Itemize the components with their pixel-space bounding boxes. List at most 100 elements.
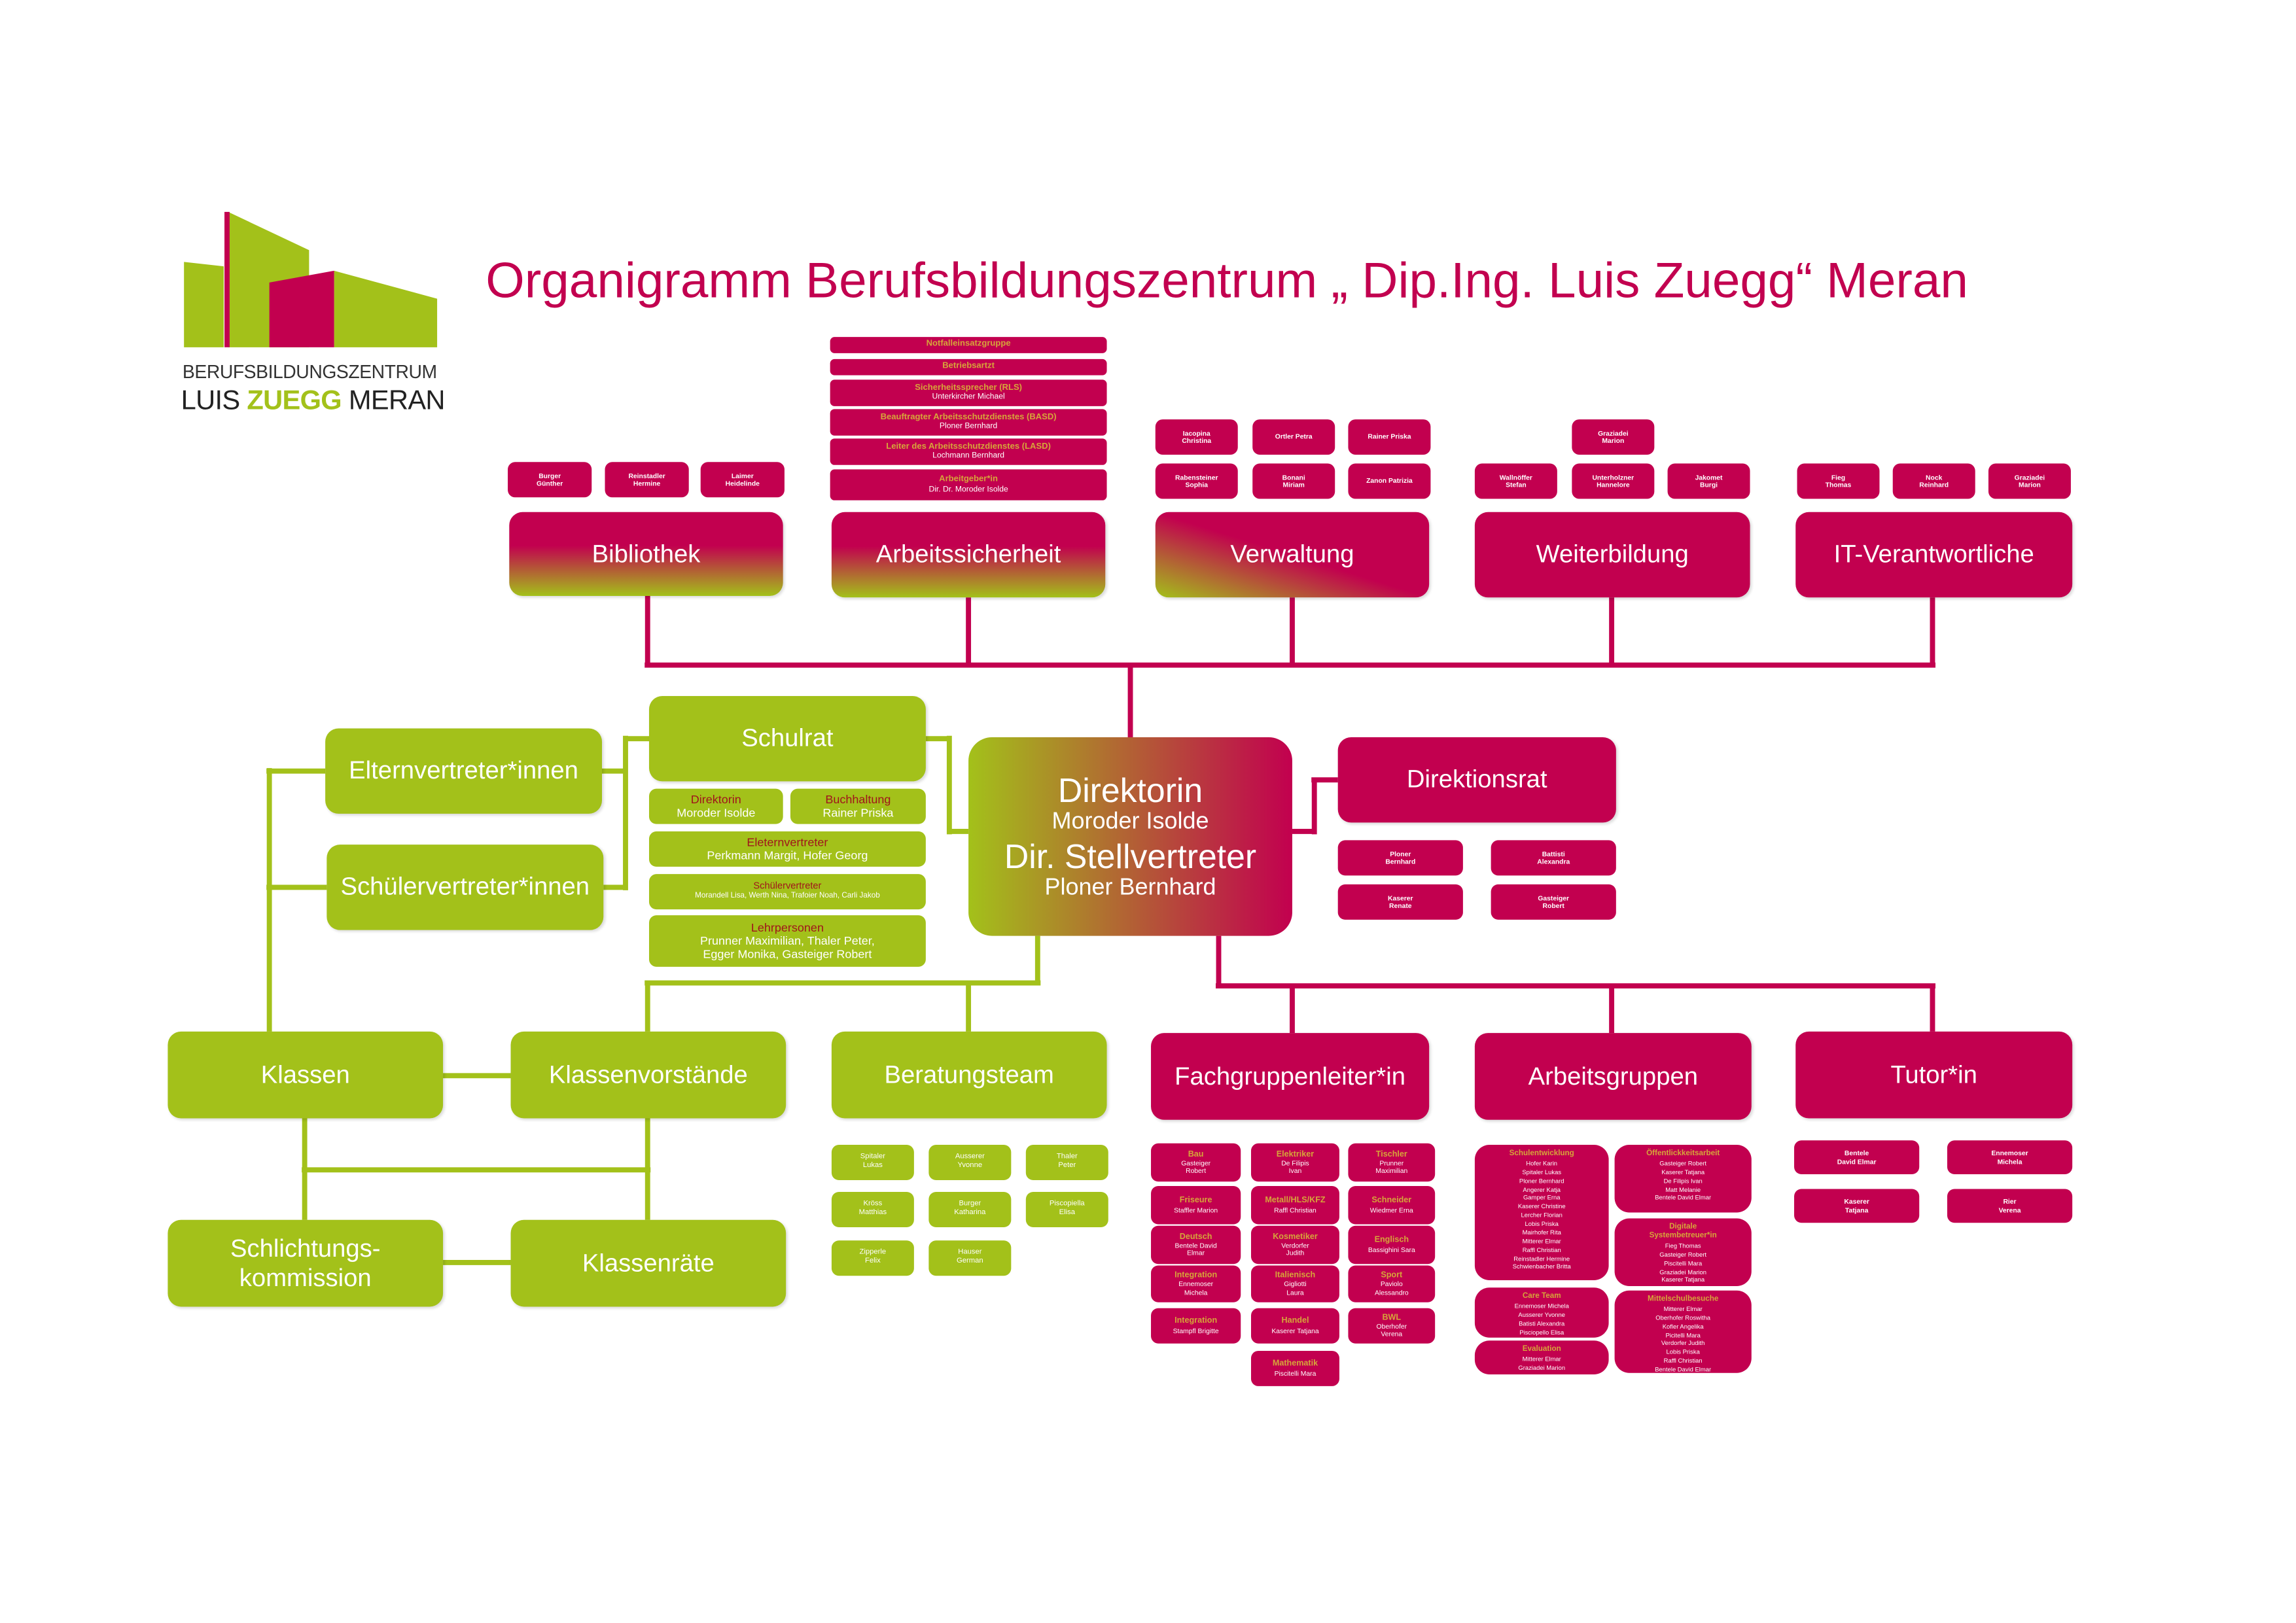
direktionsrat-label: Direktionsrat [1406, 765, 1547, 794]
verwaltung-member[interactable]: Ortler Petra [1252, 419, 1335, 455]
arbeitssicherheit-box[interactable]: Arbeitssicherheit [831, 512, 1106, 598]
weiterbildung-member[interactable]: Graziadei Marion [1572, 419, 1655, 455]
schlichtungskommission-box[interactable]: Schlichtungs- kommission [168, 1219, 444, 1307]
role-title: Deutsch [1179, 1232, 1212, 1242]
role-person: Lochmann Bernhard [932, 452, 1005, 461]
schuelervertreter-box[interactable]: Schülervertreter*innen [327, 845, 604, 930]
role-person: Raffl Christian [1274, 1206, 1316, 1213]
role-title: Mathematik [1272, 1359, 1318, 1369]
arbeitssicherheit-role[interactable]: Notfalleinsatzgruppe [830, 337, 1107, 353]
beratungsteam-member[interactable]: Piscopiella Elisa [1025, 1192, 1108, 1227]
verwaltung-member[interactable]: Bonani Miriam [1252, 463, 1335, 499]
it-member[interactable]: Fieg Thomas [1797, 463, 1880, 499]
elternvertreter-box[interactable]: Elternvertreter*innen [325, 728, 603, 814]
tutor-member[interactable]: Rier Verena [1947, 1189, 2073, 1223]
direktionsrat-member[interactable]: Gasteiger Robert [1491, 884, 1616, 920]
role-person: Gigliotti Laura [1284, 1280, 1307, 1297]
weiterbildung-member[interactable]: Unterholzner Hannelore [1572, 463, 1655, 499]
verwaltung-member[interactable]: Rainer Priska [1348, 419, 1431, 455]
role-title: Bau [1188, 1149, 1204, 1159]
direktionsrat-box[interactable]: Direktionsrat [1337, 737, 1616, 823]
role-person: Ennemoser Michela [1178, 1280, 1214, 1297]
tutor-box[interactable]: Tutor*in [1795, 1031, 2073, 1119]
role-title: Direktorin [690, 793, 741, 807]
klassen-box[interactable]: Klassen [168, 1031, 444, 1119]
beratungsteam-member[interactable]: Thaler Peter [1025, 1145, 1108, 1181]
it-member[interactable]: Graziadei Marion [1988, 463, 2071, 499]
arbeitsgruppen-box[interactable]: Arbeitsgruppen [1474, 1033, 1752, 1120]
verwaltung-member[interactable]: Iacopina Christina [1155, 419, 1238, 455]
schulrat-box[interactable]: Schulrat [648, 695, 926, 782]
arbeitssicherheit-role[interactable]: Sicherheitssprecher (RLS)Unterkircher Mi… [830, 379, 1107, 406]
direktionsrat-member[interactable]: Battisti Alexandra [1491, 840, 1616, 876]
role-title: Sport [1381, 1271, 1403, 1280]
direktion-box[interactable]: Direktorin Moroder Isolde Dir. Stellvert… [968, 737, 1292, 936]
weiterbildung-member[interactable]: Wallnöffer Stefan [1474, 463, 1557, 499]
tutor-member[interactable]: Ennemoser Michela [1947, 1140, 2073, 1175]
direktionsrat-member[interactable]: Ploner Bernhard [1337, 840, 1463, 876]
arbeitssicherheit-role[interactable]: Beauftragter Arbeitsschutzdienstes (BASD… [830, 409, 1107, 436]
role-person: Hofer Karin Spitaler Lukas Ploner Bernha… [1512, 1159, 1571, 1271]
bibliothek-box[interactable]: Bibliothek [509, 512, 783, 597]
role-person: Stampfl Brigitte [1173, 1326, 1219, 1335]
role-person: Perkmann Margit, Hofer Georg [707, 848, 868, 863]
beratungsteam-member[interactable]: Hauser German [928, 1240, 1012, 1276]
bibliothek-member[interactable]: Reinstadler Hermine [605, 462, 689, 498]
bibliothek-member[interactable]: Laimer Heidelinde [700, 462, 785, 498]
role-person: Gasteiger Robert [1181, 1159, 1211, 1175]
weiterbildung-member[interactable]: Jakomet Burgi [1667, 463, 1750, 499]
verwaltung-member[interactable]: Zanon Patrizia [1348, 463, 1431, 499]
tutor-member[interactable]: Bentele David Elmar [1794, 1140, 1920, 1175]
beratungsteam-member[interactable]: Ausserer Yvonne [928, 1145, 1012, 1181]
beratungsteam-member[interactable]: Kröss Matthias [831, 1192, 914, 1227]
beratungsteam-member[interactable]: Burger Katharina [928, 1192, 1012, 1227]
klassenvorstaende-box[interactable]: Klassenvorstände [510, 1031, 786, 1119]
role-title: Tischler [1375, 1149, 1407, 1159]
beratungsteam-member[interactable]: Spitaler Lukas [831, 1145, 914, 1181]
role-title: Integration [1174, 1317, 1218, 1327]
beratungsteam-box[interactable]: Beratungsteam [831, 1031, 1107, 1119]
tutor-member[interactable]: Kaserer Tatjana [1794, 1189, 1920, 1223]
verwaltung-member[interactable]: Rabensteiner Sophia [1155, 463, 1238, 499]
arbeitssicherheit-role[interactable]: Betriebsartzt [830, 358, 1107, 375]
bibliothek-member[interactable]: Burger Günther [508, 462, 592, 498]
beratungsteam-member[interactable]: Zipperle Felix [831, 1240, 914, 1276]
verwaltung-box[interactable]: Verwaltung [1155, 512, 1430, 598]
weiterbildung-box[interactable]: Weiterbildung [1474, 512, 1750, 598]
role-title: Lehrpersonen [751, 920, 824, 934]
arbeitssicherheit-role[interactable]: Leiter des Arbeitsschutzdienstes (LASD)L… [830, 438, 1107, 465]
fachgruppenleiter-box[interactable]: Fachgruppenleiter*in [1151, 1033, 1430, 1120]
klassenraete-box[interactable]: Klassenräte [510, 1219, 786, 1307]
it-member[interactable]: Nock Reinhard [1892, 463, 1975, 499]
it-verantwortliche-box[interactable]: IT-Verantwortliche [1795, 512, 2073, 598]
direktionsrat-member[interactable]: Kaserer Renate [1337, 884, 1463, 920]
